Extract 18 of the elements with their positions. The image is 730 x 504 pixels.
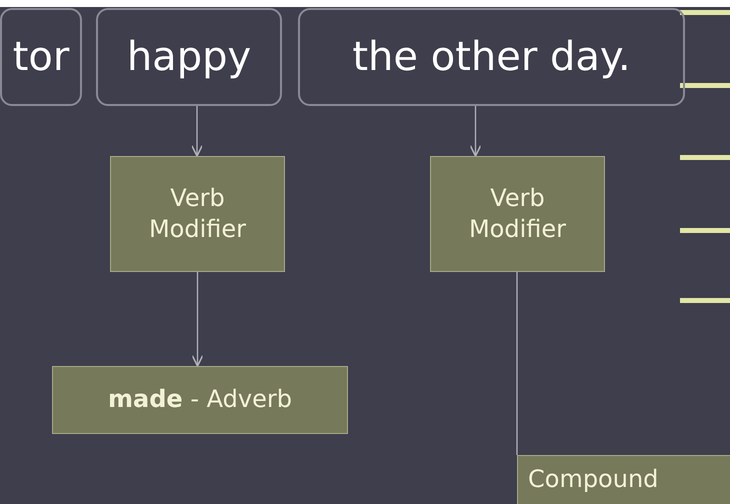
word-text: the other day. xyxy=(352,34,631,80)
word-box xyxy=(96,8,282,106)
word-text: tor xyxy=(12,34,70,80)
process-box xyxy=(430,156,605,272)
arrow xyxy=(470,106,482,157)
arrow xyxy=(192,272,204,367)
process-box xyxy=(110,156,285,272)
arrow xyxy=(191,106,203,157)
node-label: Verb Modifier xyxy=(148,182,248,245)
connector-line xyxy=(516,272,518,455)
process-box xyxy=(52,366,348,434)
node-label: Verb Modifier xyxy=(468,182,568,245)
process-box xyxy=(517,455,730,504)
node-label: Compound xyxy=(528,464,658,495)
node-label: made - Adverb xyxy=(108,384,292,416)
word-text: happy xyxy=(126,34,252,80)
word-box xyxy=(298,8,685,106)
word-box xyxy=(0,8,82,106)
